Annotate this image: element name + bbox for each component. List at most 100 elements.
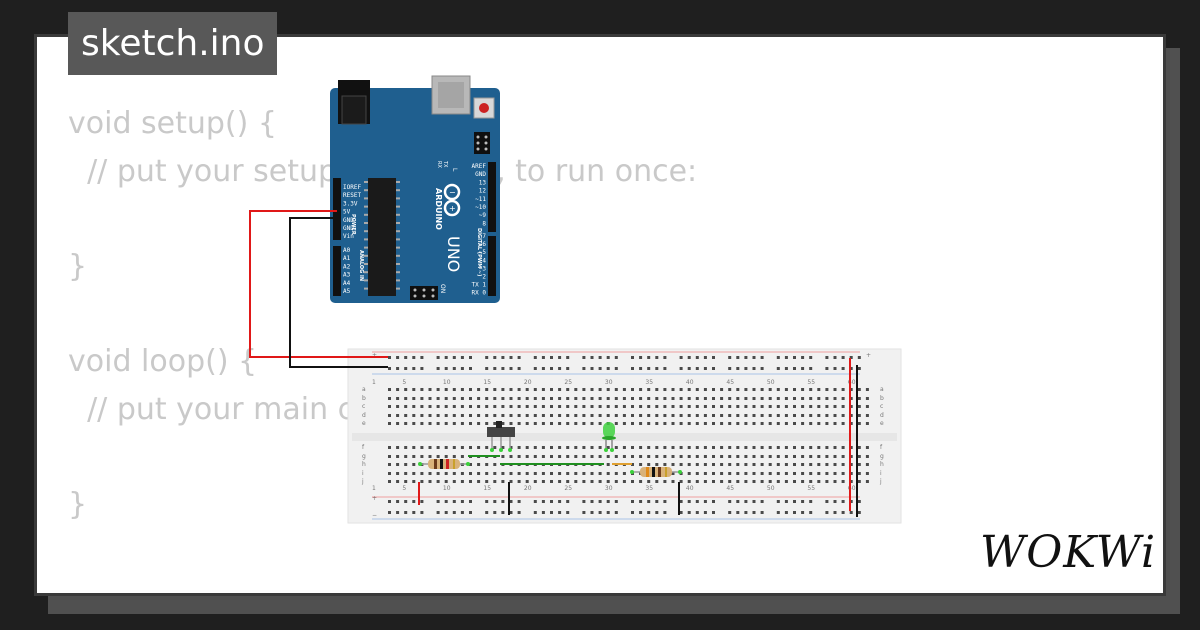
column-label: 20	[524, 485, 532, 492]
column-label: 30	[605, 485, 613, 492]
column-label: 50	[767, 485, 775, 492]
row-label: d	[362, 412, 366, 419]
tx-label: TX	[442, 160, 448, 168]
breadboard-column-labels: 1155101015152020252530303535404045455050…	[372, 379, 856, 492]
rail-plus-label: +	[372, 352, 377, 359]
row-label: b	[362, 395, 366, 402]
wokwi-logo: WOKWi	[980, 527, 1157, 578]
row-label: i	[880, 470, 882, 477]
analog-pin-label: A2	[343, 263, 351, 270]
row-label: h	[362, 461, 366, 468]
arduino-logo-icon: − +	[443, 183, 461, 217]
column-label: 45	[726, 485, 734, 492]
digital-pin-label: TX 1	[472, 282, 487, 289]
power-pin-label: 5V	[343, 209, 351, 216]
row-label: f	[362, 444, 365, 451]
row-label: h	[880, 461, 884, 468]
row-label: g	[362, 453, 366, 460]
row-label: d	[880, 412, 884, 419]
breadboard-holes	[388, 356, 869, 514]
wire-gnd-black[interactable]	[289, 217, 388, 368]
digital-pin-label: GND	[475, 171, 486, 178]
power-pin-label: GND	[343, 225, 354, 232]
wire-5v-red[interactable]	[249, 210, 388, 358]
power-pin-label: RESET	[343, 192, 361, 199]
analog-pin-label: A0	[343, 247, 351, 254]
rail-plus-label: +	[372, 495, 377, 502]
on-label: ON	[439, 284, 446, 293]
rx-label: RX	[436, 161, 442, 168]
led-green[interactable]	[602, 422, 616, 452]
resistor-1[interactable]	[418, 459, 470, 469]
digital-pin-label: RX 0	[472, 290, 487, 297]
column-label: 25	[564, 485, 572, 492]
code-line: void setup() {	[68, 106, 277, 141]
digital-pin-label: ~3	[479, 265, 487, 272]
column-label: 10	[443, 485, 451, 492]
column-label: 50	[767, 379, 775, 386]
analog-header-title: ANALOG IN	[358, 250, 364, 281]
column-label: 5	[402, 379, 406, 386]
column-label: 30	[605, 379, 613, 386]
power-pin-label: Vin	[343, 233, 354, 240]
digital-pin-label: ~6	[479, 241, 487, 248]
column-label: 15	[483, 379, 491, 386]
column-label: 40	[686, 379, 694, 386]
analog-pin-label: A1	[343, 255, 351, 262]
digital-pin-label: 2	[482, 274, 486, 281]
column-label: 25	[564, 379, 572, 386]
code-line: void loop() {	[68, 343, 258, 379]
row-label: c	[880, 403, 883, 410]
file-tab[interactable]: sketch.ino	[68, 12, 278, 75]
column-label: 35	[645, 485, 653, 492]
arduino-model: UNO	[444, 236, 463, 272]
row-label: i	[362, 470, 364, 477]
column-label: 20	[524, 379, 532, 386]
analog-pin-label: A3	[343, 272, 351, 279]
svg-text:−: −	[449, 188, 456, 197]
code-line: }	[68, 486, 88, 522]
digital-pin-label: ~10	[475, 204, 486, 211]
rail-plus-label: +	[866, 352, 871, 359]
power-pin-label: 3.3V	[343, 200, 358, 207]
row-label: j	[879, 478, 882, 485]
column-label: 60	[848, 379, 856, 386]
breadboard[interactable]: 1155101015152020252530303535404045455050…	[347, 348, 902, 524]
column-label: 5	[402, 485, 406, 492]
row-label: e	[880, 420, 884, 427]
code-line: }	[68, 248, 88, 284]
analog-pin-label: A5	[343, 288, 351, 295]
l-label: L	[451, 168, 458, 172]
digital-pin-label: 12	[479, 188, 487, 195]
analog-pin-label: A4	[343, 280, 351, 287]
resistor-2[interactable]	[612, 463, 682, 477]
rail-minus-label: −	[372, 512, 377, 519]
digital-header-title: DIGITAL (PWM ~)	[476, 228, 482, 276]
digital-pin-label: 8	[482, 220, 486, 227]
digital-pin-label: 7	[482, 233, 486, 240]
digital-pin-label: ~5	[479, 249, 487, 256]
arduino-uno-board[interactable]: − + ARDUINO UNO ON L TX RX POWER ANALOG …	[330, 75, 500, 303]
row-label: a	[362, 386, 366, 393]
power-pin-label: IOREF	[343, 184, 361, 191]
column-label: 1	[372, 379, 376, 386]
row-label: f	[880, 444, 883, 451]
column-label: 40	[686, 485, 694, 492]
power-pin-label: GND	[343, 217, 354, 224]
row-label: e	[362, 420, 366, 427]
row-label: a	[880, 386, 884, 393]
svg-text:+: +	[449, 204, 456, 213]
row-label: g	[880, 453, 884, 460]
column-label: 10	[443, 379, 451, 386]
row-label: c	[362, 403, 365, 410]
column-label: 55	[807, 379, 815, 386]
slide-switch[interactable]	[487, 421, 515, 452]
column-label: 45	[726, 379, 734, 386]
digital-pin-label: 13	[479, 179, 487, 186]
power-header-title: POWER	[350, 214, 356, 235]
row-label: j	[361, 478, 364, 485]
